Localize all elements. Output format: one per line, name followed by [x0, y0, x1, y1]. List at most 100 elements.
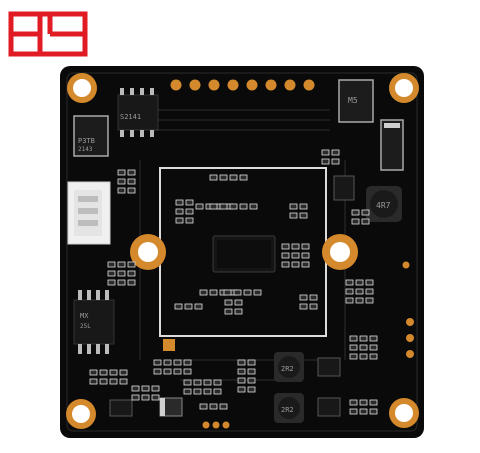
brand-logo: HS: [8, 11, 88, 57]
smd-part: [331, 149, 340, 156]
mounting-hole-bottom-left: [66, 399, 96, 429]
smd-part: [291, 261, 300, 268]
smd-part: [321, 149, 330, 156]
smd-part: [224, 299, 233, 306]
smd-part: [195, 203, 204, 210]
smd-part: [117, 169, 126, 176]
smd-part: [203, 388, 212, 395]
tantalum-capacitor: [159, 397, 183, 417]
smd-components: [89, 149, 378, 415]
smd-part: [163, 368, 172, 375]
smd-part: [185, 208, 194, 215]
smd-part: [331, 158, 340, 165]
smd-part: [107, 279, 116, 286]
smd-part: [239, 174, 248, 181]
smd-part: [153, 368, 162, 375]
smd-part: [234, 299, 243, 306]
inductor-bottom-2-label: 2R2: [281, 406, 294, 414]
smd-part: [89, 369, 98, 376]
smd-part: [233, 289, 242, 296]
smd-part: [369, 335, 378, 342]
inductor-bottom-1: 2R2: [274, 352, 304, 382]
smd-part: [99, 378, 108, 385]
smd-part: [109, 378, 118, 385]
mounting-hole-bottom-right: [389, 398, 419, 428]
smd-part: [345, 279, 354, 286]
smd-part: [127, 169, 136, 176]
smd-part: [237, 377, 246, 384]
smd-part: [229, 174, 238, 181]
image-sensor-chip: [212, 235, 276, 273]
transistor-bottom-left: [109, 399, 133, 417]
inductor-right: 4R7: [366, 186, 402, 222]
smd-part: [365, 288, 374, 295]
inductor-bottom-1-label: 2R2: [281, 365, 294, 373]
inductor-right-label: 4R7: [376, 201, 391, 210]
diode-right-label: M5: [348, 96, 358, 105]
smd-part: [289, 212, 298, 219]
smd-part: [151, 385, 160, 392]
flash-ic-label: MX: [80, 312, 89, 320]
smd-part: [349, 344, 358, 351]
smd-part: [355, 288, 364, 295]
smd-part: [281, 261, 290, 268]
smd-part: [359, 344, 368, 351]
diode-right-small: [380, 119, 404, 171]
smd-part: [299, 294, 308, 301]
smd-part: [224, 308, 233, 315]
smd-part: [355, 279, 364, 286]
smd-part: [234, 308, 243, 315]
smd-part: [237, 386, 246, 393]
smd-part: [175, 217, 184, 224]
smd-part: [209, 403, 218, 410]
smd-part: [175, 208, 184, 215]
smd-part: [349, 353, 358, 360]
smd-part: [175, 199, 184, 206]
smd-part: [203, 379, 212, 386]
white-connector: [67, 181, 111, 245]
smd-part: [365, 279, 374, 286]
smd-part: [183, 368, 192, 375]
smd-part: [127, 261, 136, 268]
smd-part: [243, 289, 252, 296]
smd-part: [247, 368, 256, 375]
smd-part: [253, 289, 262, 296]
smd-part: [183, 379, 192, 386]
smd-part: [99, 369, 108, 376]
smd-part: [127, 178, 136, 185]
smd-part: [369, 408, 378, 415]
smd-part: [299, 203, 308, 210]
smd-part: [309, 303, 318, 310]
smd-part: [173, 368, 182, 375]
smd-part: [89, 378, 98, 385]
smd-part: [361, 209, 370, 216]
smd-part: [247, 377, 256, 384]
smd-part: [237, 359, 246, 366]
mounting-hole-top-right: [389, 73, 419, 103]
smd-part: [163, 359, 172, 366]
smd-part: [109, 369, 118, 376]
smd-part: [119, 369, 128, 376]
flash-ic: MX 25L: [73, 290, 115, 354]
smd-part: [301, 252, 310, 259]
smd-part: [355, 297, 364, 304]
smd-part: [321, 158, 330, 165]
smd-part: [291, 252, 300, 259]
smd-part: [209, 174, 218, 181]
smd-part: [194, 303, 203, 310]
smd-part: [281, 252, 290, 259]
smd-part: [219, 203, 228, 210]
transistor-right: [333, 175, 355, 201]
smd-part: [359, 335, 368, 342]
test-pad: [163, 339, 175, 351]
diode-left: P3TB 2143: [73, 115, 109, 157]
smd-part: [213, 388, 222, 395]
smd-part: [237, 368, 246, 375]
smd-part: [151, 394, 160, 401]
smd-part: [247, 386, 256, 393]
lens-mount-hole-right: [322, 234, 358, 270]
smd-part: [289, 203, 298, 210]
smd-part: [199, 289, 208, 296]
smd-part: [183, 359, 192, 366]
